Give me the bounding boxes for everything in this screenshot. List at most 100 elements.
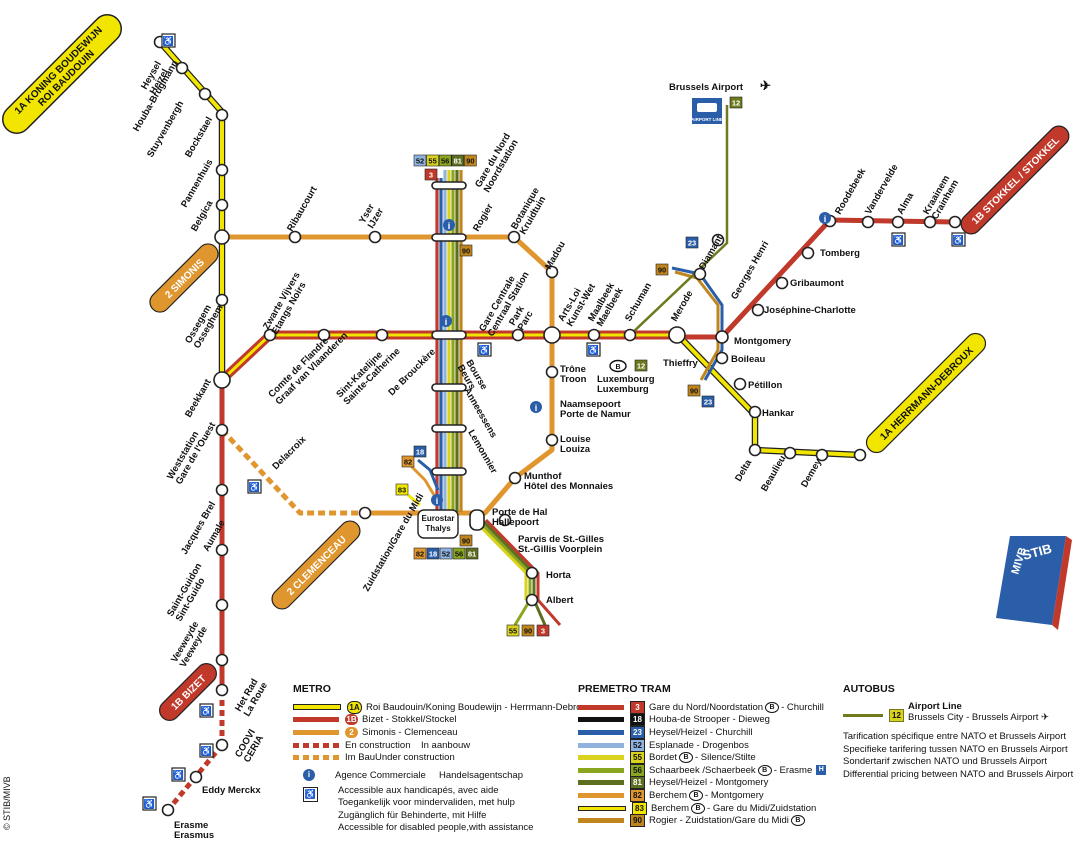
svg-text:90: 90 <box>462 247 470 256</box>
svg-text:2 CLEMENCEAU: 2 CLEMENCEAU <box>285 534 349 598</box>
info-icon: i <box>431 494 443 506</box>
svg-text:90: 90 <box>462 537 470 546</box>
airport-line-icon: AIRPORT LINE <box>691 98 723 124</box>
svg-text:18: 18 <box>416 448 424 457</box>
info-icon: i <box>303 769 315 782</box>
route-badge-56: 56 <box>452 547 466 560</box>
svg-text:3: 3 <box>541 627 545 636</box>
label-tomberg: Tomberg <box>820 248 860 259</box>
stib-logo: STIB MIVB <box>996 536 1072 630</box>
label-petillon: Pétillon <box>748 380 783 391</box>
route-badge-90: 90 <box>655 263 669 276</box>
svg-text:12: 12 <box>637 362 645 371</box>
swatch-1a <box>293 704 341 711</box>
label-kraainem: KraainemCrainhem <box>921 173 961 221</box>
rail-icon: B <box>790 815 805 827</box>
swatch-1b <box>293 717 339 723</box>
svg-text:♿: ♿ <box>201 745 212 756</box>
rail-icon: B <box>765 701 780 713</box>
rail-icon: B <box>691 802 706 814</box>
tram-legend-title: PREMETRO TRAM <box>578 683 671 695</box>
wheelchair-icon: ♿ <box>171 767 186 782</box>
svg-text:82: 82 <box>404 458 412 467</box>
svg-text:55: 55 <box>509 627 517 636</box>
route-badge-52: 52 <box>439 547 453 560</box>
label-yser: YserIJzer <box>357 201 386 231</box>
svg-text:52: 52 <box>442 550 450 559</box>
svg-text:23: 23 <box>688 239 696 248</box>
svg-text:♿: ♿ <box>144 798 155 809</box>
svg-text:90: 90 <box>690 387 698 396</box>
info-icon: i <box>440 315 452 327</box>
tram-swatch <box>578 717 624 723</box>
metro-legend-title: METRO <box>293 683 331 695</box>
premetro-stations <box>431 181 485 531</box>
rail-icon: B <box>609 359 627 373</box>
metro-legend-2: 2 Simonis - Clemenceau <box>293 726 573 739</box>
route-badge-52: 52 <box>413 154 427 167</box>
wheelchair-icon: ♿ <box>199 743 214 758</box>
label-alma: Alma <box>895 190 916 216</box>
rail-icon: B <box>757 764 772 776</box>
metro-legend-construction-2: Im Bau Under construction <box>293 751 573 764</box>
label-rogier: Rogier <box>471 202 496 234</box>
route-badge-82: 82 <box>401 455 415 468</box>
svg-text:90: 90 <box>524 627 532 636</box>
route-badge-82: 82 <box>413 547 427 560</box>
bus-legend: AUTOBUS 12 Airport Line Brussels City - … <box>843 683 1075 781</box>
wheelchair-icon: ♿ <box>303 786 318 802</box>
label-beekkant: Beekkant <box>183 377 214 420</box>
svg-text:i: i <box>824 214 827 224</box>
label-thieffry: Thieffry <box>663 358 699 369</box>
svg-text:83: 83 <box>398 486 406 495</box>
label-saint-guidon: Saint-GuidonSint-Guido <box>165 561 213 623</box>
svg-text:12: 12 <box>732 99 740 108</box>
svg-text:81: 81 <box>454 157 462 166</box>
route-badge-55: 55 <box>506 624 520 637</box>
wheelchair-icon: ♿ <box>951 232 966 247</box>
terminal-1a-north: 1A KONING BOUDEWIJN ROI BAUDOUIN <box>1 13 123 135</box>
rail-icon: B <box>679 752 693 764</box>
route-badge-12: 12 <box>729 96 743 109</box>
svg-text:52: 52 <box>416 157 424 166</box>
svg-text:♿: ♿ <box>953 234 964 245</box>
label-botanique: BotaniqueKruidtuin <box>509 186 550 237</box>
tram-swatch <box>578 755 624 761</box>
line-1a-route <box>157 39 861 459</box>
svg-text:AIRPORT LINE: AIRPORT LINE <box>691 117 723 122</box>
wheelchair-icon: ♿ <box>161 33 176 48</box>
tram-swatch <box>578 729 624 735</box>
label-brussels-airport: Brussels Airport <box>669 82 744 93</box>
label-montgomery: Montgomery <box>734 336 792 347</box>
svg-text:i: i <box>445 317 448 327</box>
svg-text:55: 55 <box>428 157 436 166</box>
info-icon: i <box>443 219 455 231</box>
metro-legend-construction: En construction In aanbouw <box>293 739 573 752</box>
metro-legend-1a: 1A Roi Baudouin/Koning Boudewijn - Herrm… <box>293 700 592 714</box>
route-badge-90: 90 <box>459 244 473 257</box>
label-madou: Madou <box>543 239 568 271</box>
route-badge-18: 18 <box>426 547 440 560</box>
metro-legend-1b: 1B Bizet - Stokkel/Stockel <box>293 714 573 727</box>
svg-text:82: 82 <box>416 550 424 559</box>
label-delacroix: Delacroix <box>270 434 309 473</box>
label-beaulieu: Beaulieu <box>759 454 788 494</box>
tram-swatch <box>578 805 626 811</box>
label-gribaumont: Gribaumont <box>790 278 845 289</box>
svg-text:♿: ♿ <box>201 705 212 716</box>
terminal-1b-east: 1B STOKKEL / STOKKEL <box>960 125 1070 235</box>
route-badge-55: 55 <box>426 154 439 167</box>
bus-legend-title: AUTOBUS <box>843 683 895 695</box>
svg-text:♿: ♿ <box>893 234 904 245</box>
tram-swatch <box>578 742 624 748</box>
bus-legend-airport: 12 Airport Line Brussels City - Brussels… <box>843 701 1075 723</box>
